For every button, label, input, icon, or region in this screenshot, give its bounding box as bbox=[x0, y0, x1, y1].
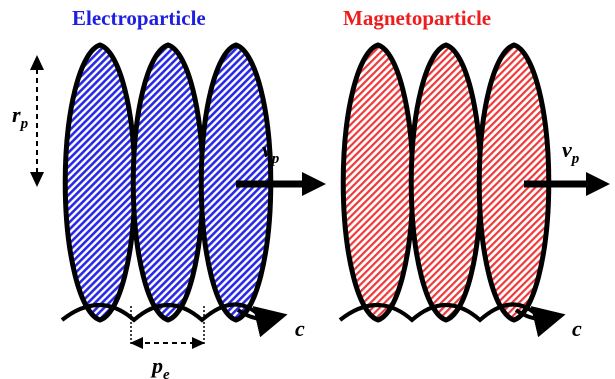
velocity-label-right: vp bbox=[562, 137, 580, 167]
pitch-label: pe bbox=[150, 353, 170, 379]
helix-coil-1 bbox=[62, 42, 138, 323]
velocity-arrow-right bbox=[524, 172, 610, 196]
light-speed-label-right: c bbox=[572, 316, 582, 341]
light-speed-arrow bbox=[514, 306, 566, 338]
magnetoparticle-helix bbox=[338, 42, 566, 338]
velocity-arrow-left bbox=[236, 172, 326, 196]
radius-label: rp bbox=[12, 102, 29, 132]
helix-coil-1 bbox=[340, 42, 416, 323]
light-speed-arrow bbox=[236, 306, 288, 338]
helix-coil-3 bbox=[476, 42, 552, 323]
helix-coil-2 bbox=[130, 42, 206, 323]
magnetoparticle-title: Magnetoparticle bbox=[343, 6, 492, 30]
light-speed-label-left: c bbox=[295, 316, 305, 341]
electroparticle-helix bbox=[60, 42, 288, 338]
pitch-indicator bbox=[130, 306, 205, 349]
helix-bottom-curve bbox=[60, 302, 264, 323]
electroparticle-title: Electroparticle bbox=[72, 6, 206, 30]
radius-indicator bbox=[30, 55, 44, 187]
helix-bottom-curve bbox=[338, 302, 542, 323]
helix-coil-2 bbox=[408, 42, 484, 323]
velocity-label-left: vp bbox=[262, 137, 280, 167]
